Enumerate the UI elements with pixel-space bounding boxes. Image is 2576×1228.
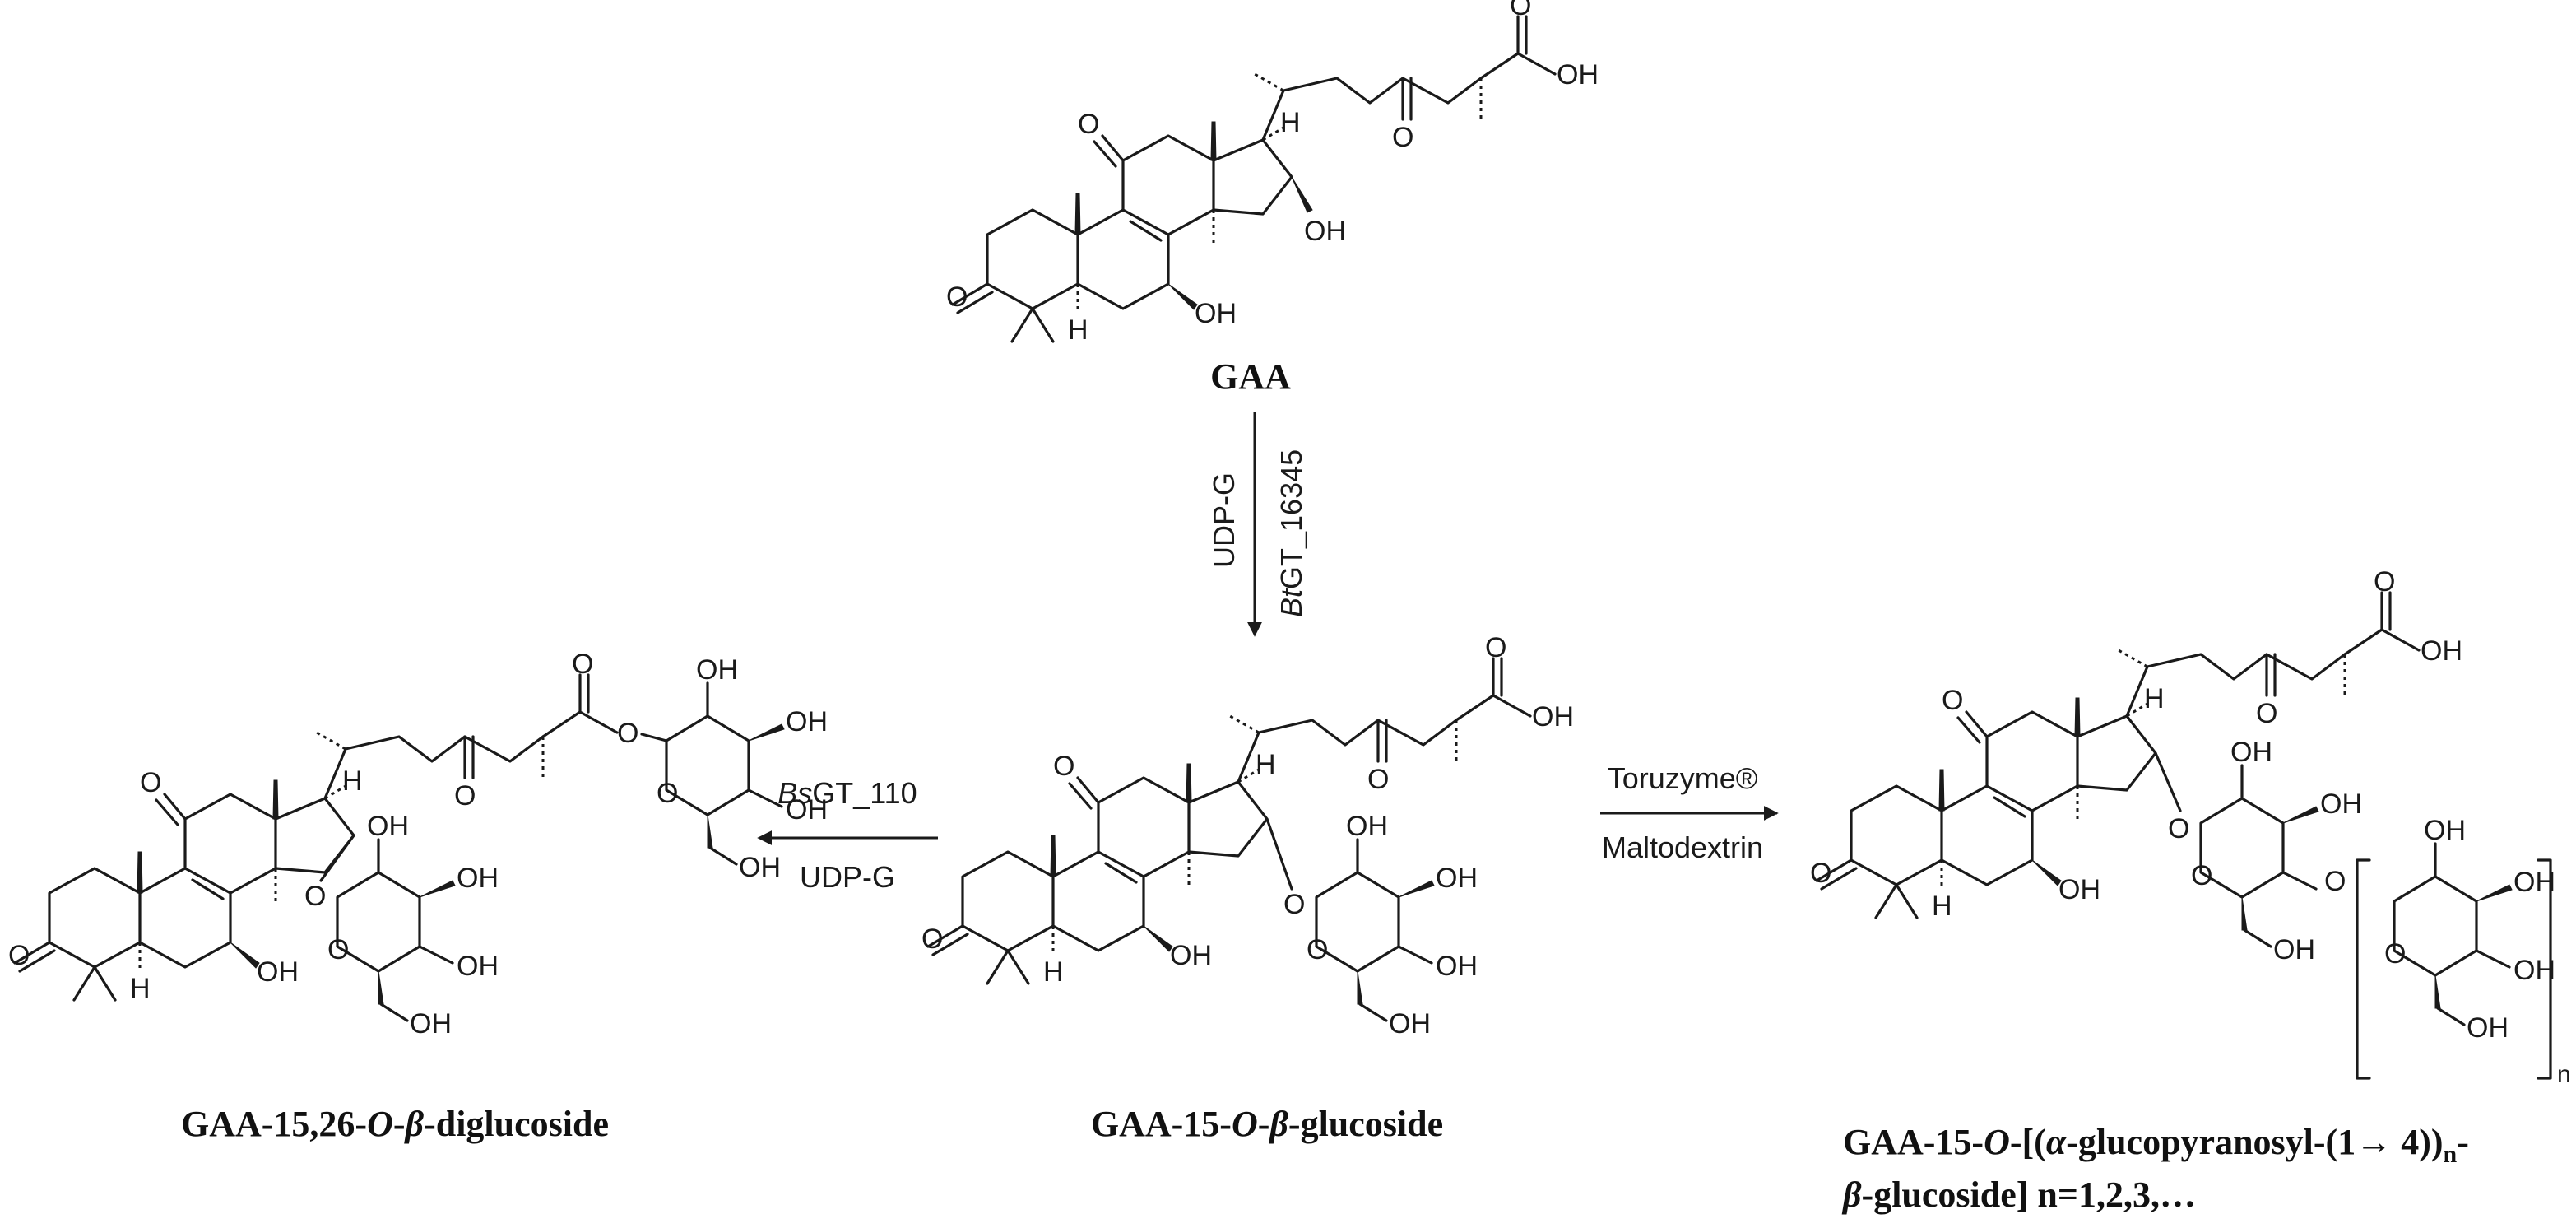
svg-text:O: O xyxy=(2168,813,2189,844)
down-donor-label: UDP-G xyxy=(1207,472,1241,568)
svg-text:O: O xyxy=(2191,860,2212,891)
svg-text:OH: OH xyxy=(1436,951,1478,982)
gaa-monoglucoside-structure: O O OH H H O O OH O OH OH OH OH O xyxy=(921,632,1574,1040)
svg-text:O: O xyxy=(657,778,678,809)
svg-text:H: H xyxy=(1280,107,1301,138)
svg-text:O: O xyxy=(1942,685,1963,716)
svg-text:O: O xyxy=(617,718,638,749)
svg-text:O: O xyxy=(8,940,30,971)
left-donor-label: UDP-G xyxy=(800,860,895,894)
gaa-diglucoside-structure: O O OH H H O O O O OH OH OH OH O OH OH O… xyxy=(8,649,828,1040)
svg-text:H: H xyxy=(1256,749,1276,780)
down-enzyme-label: BtGT_16345 xyxy=(1274,449,1308,617)
svg-text:OH: OH xyxy=(2320,788,2362,820)
svg-text:H: H xyxy=(1043,956,1064,988)
svg-text:OH: OH xyxy=(1170,940,1212,971)
svg-text:O: O xyxy=(572,649,593,680)
oligoglucoside-caption-line2: β-glucoside] n=1,2,3,… xyxy=(1841,1175,2196,1215)
svg-text:H: H xyxy=(342,765,363,797)
diglucoside-caption: GAA-15,26-O-β-diglucoside xyxy=(181,1104,609,1144)
svg-text:O: O xyxy=(454,780,476,812)
svg-text:OH: OH xyxy=(1389,1008,1431,1040)
svg-text:n: n xyxy=(2557,1061,2571,1088)
svg-text:OH: OH xyxy=(696,654,738,686)
svg-text:O: O xyxy=(1078,109,1099,140)
monoglucoside-caption: GAA-15-O-β-glucoside xyxy=(1091,1104,1443,1144)
svg-text:O: O xyxy=(1283,889,1305,920)
svg-text:OH: OH xyxy=(2058,874,2100,905)
svg-text:O: O xyxy=(1053,751,1074,782)
svg-text:O: O xyxy=(1510,0,1531,21)
svg-text:O: O xyxy=(2374,566,2395,598)
svg-text:OH: OH xyxy=(2421,635,2462,667)
right-substrate-label: Maltodextrin xyxy=(1602,830,1763,864)
svg-text:OH: OH xyxy=(1346,811,1388,842)
svg-text:O: O xyxy=(921,923,943,955)
svg-text:O: O xyxy=(1810,858,1831,889)
svg-text:O: O xyxy=(2384,938,2406,970)
gaa-oligoglucoside-structure: O O OH H H O O OH O OH OH OH O O n OH OH… xyxy=(1810,566,2571,1088)
svg-text:OH: OH xyxy=(457,863,499,894)
svg-text:OH: OH xyxy=(410,1008,452,1040)
svg-text:OH: OH xyxy=(2230,737,2272,768)
svg-text:OH: OH xyxy=(739,852,781,883)
svg-text:OH: OH xyxy=(257,956,299,988)
svg-text:O: O xyxy=(140,767,161,798)
svg-text:O: O xyxy=(1307,934,1328,965)
svg-text:OH: OH xyxy=(2513,867,2555,898)
svg-text:O: O xyxy=(1367,764,1389,795)
svg-text:O: O xyxy=(2256,698,2277,729)
oligoglucoside-caption-line1: GAA-15-O-[(α-glucopyranosyl-(1→ 4))n- xyxy=(1843,1122,2469,1168)
svg-text:OH: OH xyxy=(457,951,499,982)
svg-text:O: O xyxy=(327,934,349,965)
svg-text:H: H xyxy=(2144,683,2165,714)
svg-text:OH: OH xyxy=(367,811,409,842)
svg-text:OH: OH xyxy=(1304,216,1346,247)
svg-text:OH: OH xyxy=(786,794,828,826)
gaa-structure: O O OH OH H H O O OH xyxy=(946,0,1599,346)
svg-text:H: H xyxy=(130,973,151,1004)
svg-text:H: H xyxy=(1068,314,1088,346)
left-enzyme-label: BsGT_110 xyxy=(777,776,917,810)
svg-text:OH: OH xyxy=(2424,815,2466,846)
svg-text:O: O xyxy=(304,881,326,912)
svg-text:OH: OH xyxy=(1195,298,1237,329)
gaa-caption: GAA xyxy=(1210,356,1291,397)
svg-text:OH: OH xyxy=(1532,701,1574,733)
svg-text:OH: OH xyxy=(1436,863,1478,894)
svg-text:OH: OH xyxy=(1557,59,1599,91)
svg-text:O: O xyxy=(2324,866,2346,897)
right-enzyme-label: Toruzyme® xyxy=(1608,761,1758,795)
svg-text:OH: OH xyxy=(2513,955,2555,986)
svg-text:OH: OH xyxy=(2273,934,2315,965)
svg-text:OH: OH xyxy=(786,706,828,737)
svg-text:O: O xyxy=(1392,122,1413,153)
svg-text:O: O xyxy=(946,281,968,313)
svg-text:O: O xyxy=(1485,632,1506,663)
svg-text:H: H xyxy=(1932,891,1952,922)
svg-text:OH: OH xyxy=(2467,1012,2509,1044)
